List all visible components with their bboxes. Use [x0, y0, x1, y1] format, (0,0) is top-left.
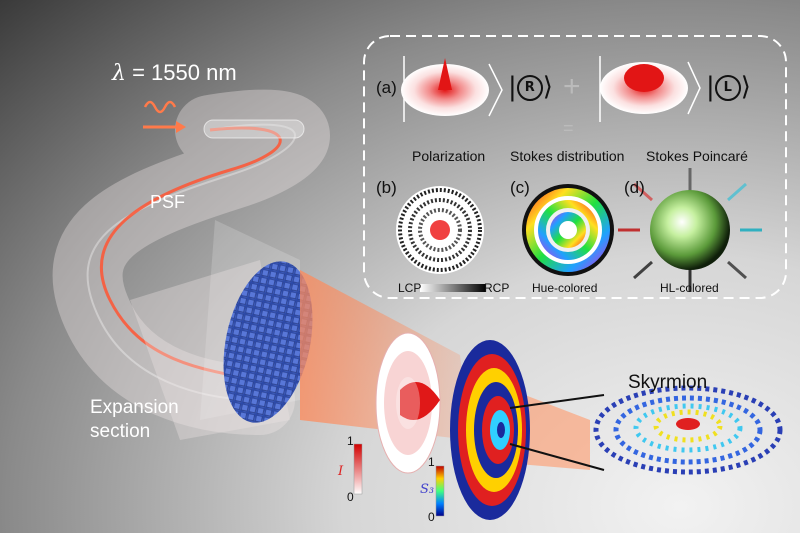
wavelength-symbol: λ	[112, 61, 126, 86]
intensity-colorbar	[353, 443, 363, 495]
ket-r-symbol: R	[516, 74, 543, 101]
panel-d-poincare-sphere	[618, 168, 762, 292]
hue-colored-caption: Hue-colored	[532, 281, 598, 295]
panel-a-profile-l	[599, 56, 701, 122]
lcp-rcp-bar	[420, 284, 486, 292]
wavelength-value: = 1550 nm	[125, 60, 237, 85]
panel-a-tag: (a)	[376, 78, 397, 97]
intensity-colorbar-min: 0	[347, 490, 354, 504]
skyrmion-label: Skyrmion	[628, 372, 708, 393]
stokes-colorbar-max: 1	[428, 455, 435, 469]
fiber-label: PSF	[150, 192, 186, 212]
stokes-poincare-title: Stokes Poincaré	[646, 148, 748, 164]
ket-l-symbol: L	[714, 74, 741, 101]
equals-sign: =	[563, 118, 574, 138]
intensity-colorbar-max: 1	[347, 434, 354, 448]
intensity-colorbar-symbol: I	[338, 464, 344, 479]
wavelength-label: λ = 1550 nm	[112, 60, 237, 86]
lcp-label: LCP	[398, 281, 422, 295]
metasurface-facet	[223, 261, 313, 423]
stokes-colorbar	[435, 465, 445, 517]
ket-r: |R⟩	[508, 72, 553, 102]
hl-colored-caption: HL-colored	[660, 281, 719, 295]
panel-c-tag: (c)	[510, 178, 530, 197]
skyrmion-field	[593, 385, 783, 475]
expansion-label-line1: Expansion	[90, 397, 179, 418]
connector-line-bottom	[509, 443, 605, 471]
wave-icon	[143, 100, 186, 133]
panel-frame	[363, 35, 787, 299]
connector-line-top	[509, 394, 605, 409]
stokes-colorbar-symbol: S₃	[420, 482, 435, 497]
expansion-section-label: Expansion section	[90, 396, 179, 444]
panel-b-polarization-map	[396, 186, 484, 274]
panel-a-profile-r	[401, 56, 503, 122]
stokes-distribution-title: Stokes distribution	[510, 148, 625, 164]
stokes-s3-disk	[450, 340, 530, 520]
panel-c-stokes-rings	[522, 184, 614, 276]
rcp-label: RCP	[484, 281, 510, 295]
polarization-title: Polarization	[412, 148, 486, 164]
panel-d-tag: (d)	[624, 178, 645, 197]
intensity-profile	[375, 332, 441, 474]
ket-l: |L⟩	[706, 72, 751, 102]
panel-b-tag: (b)	[376, 178, 397, 197]
plus-sign: +	[563, 70, 581, 103]
stokes-colorbar-min: 0	[428, 510, 435, 524]
expansion-label-line2: section	[90, 421, 151, 442]
